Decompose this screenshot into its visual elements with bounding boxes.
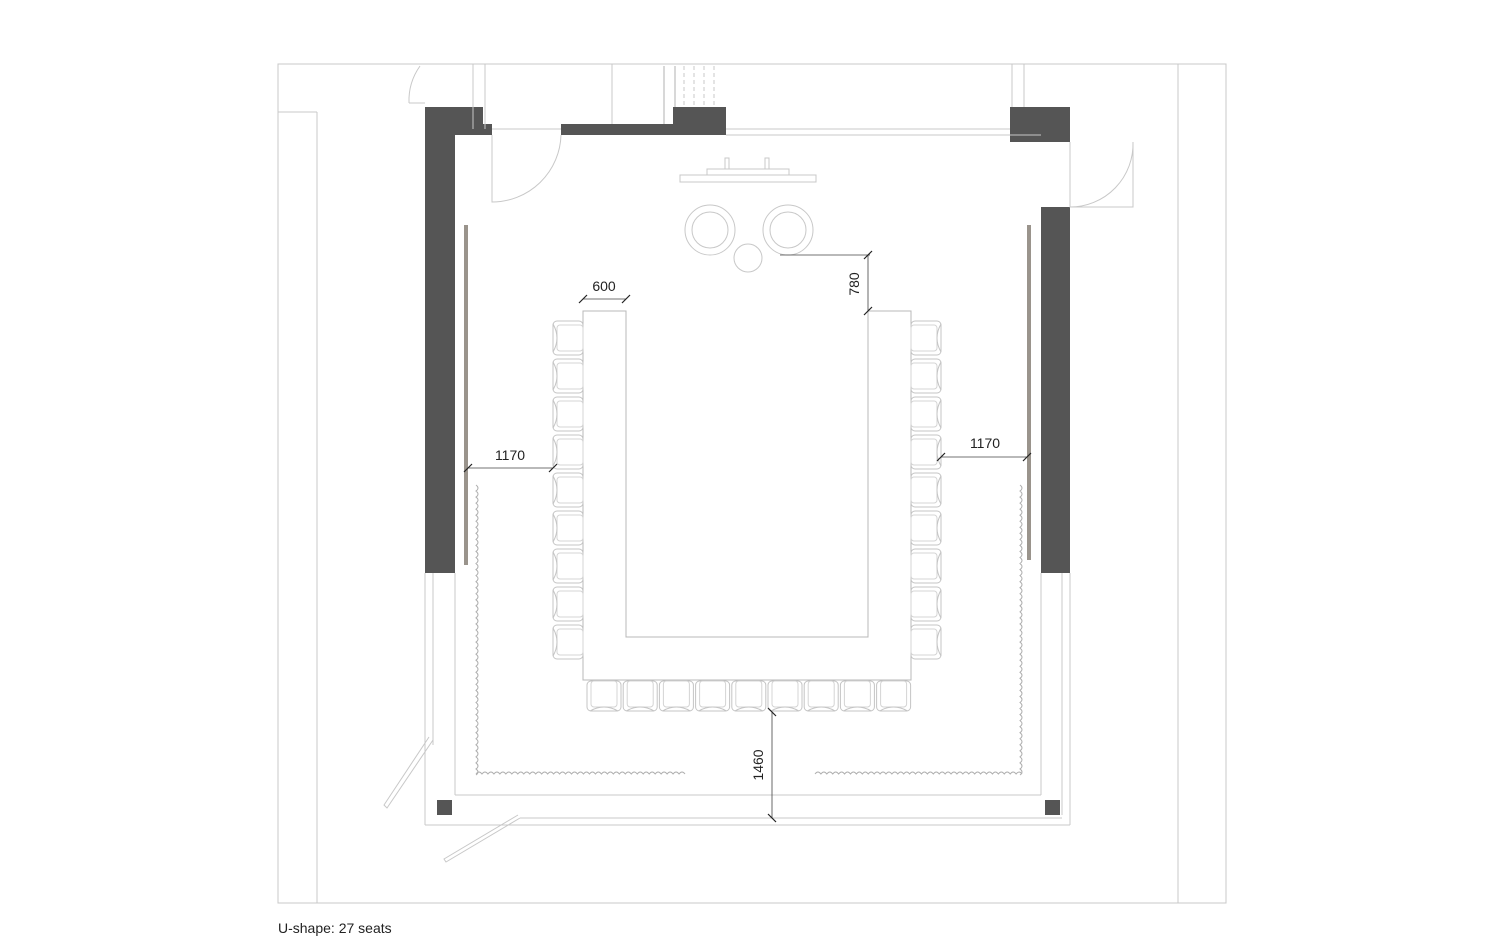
chair — [586, 680, 622, 712]
column — [437, 800, 452, 815]
chair — [910, 434, 942, 470]
chair — [839, 680, 875, 712]
dimension-label: 1170 — [495, 447, 525, 463]
curtain — [814, 771, 1023, 775]
chair — [910, 548, 942, 584]
column — [1045, 800, 1060, 815]
chair — [552, 548, 584, 584]
curtain — [475, 484, 479, 776]
chair — [552, 510, 584, 546]
chair — [552, 624, 584, 660]
chair — [622, 680, 658, 712]
walls — [425, 107, 1070, 815]
chair — [552, 396, 584, 432]
presenter-area — [679, 157, 817, 273]
dimension-clearance-right: 1170 — [936, 435, 1032, 462]
chair — [658, 680, 694, 712]
chair — [910, 396, 942, 432]
dimension-lines: 600 780 1170 1170 1460 — [463, 250, 1032, 823]
curtain — [475, 771, 686, 775]
chair — [910, 586, 942, 622]
curtain — [1019, 484, 1023, 776]
chair — [552, 434, 584, 470]
chair — [552, 320, 584, 356]
u-shape-table — [582, 310, 912, 681]
chair — [552, 472, 584, 508]
chair — [552, 358, 584, 394]
site-frame — [277, 63, 1227, 904]
chair — [910, 472, 942, 508]
dimension-clearance-left: 1170 — [463, 447, 558, 473]
chair — [910, 510, 942, 546]
chair — [552, 586, 584, 622]
chair — [767, 680, 803, 712]
caption: U-shape: 27 seats — [278, 920, 392, 936]
dimension-clearance-top: 780 — [780, 250, 873, 316]
chair — [910, 358, 942, 394]
chair — [695, 680, 731, 712]
chair — [910, 320, 942, 356]
dimension-table-width: 600 — [578, 278, 631, 304]
chairs — [552, 320, 942, 712]
dimension-label: 1460 — [750, 749, 766, 780]
chair — [910, 624, 942, 660]
doors — [383, 65, 1134, 863]
chair — [731, 680, 767, 712]
dimension-label: 780 — [846, 272, 862, 296]
room-outline — [424, 64, 1071, 826]
dimension-label: 600 — [592, 278, 616, 294]
wall-panels — [464, 225, 1031, 565]
dimension-clearance-bottom: 1460 — [750, 707, 777, 823]
chair — [876, 680, 912, 712]
dimension-label: 1170 — [970, 435, 1000, 451]
curtains — [475, 484, 1023, 776]
chair — [803, 680, 839, 712]
